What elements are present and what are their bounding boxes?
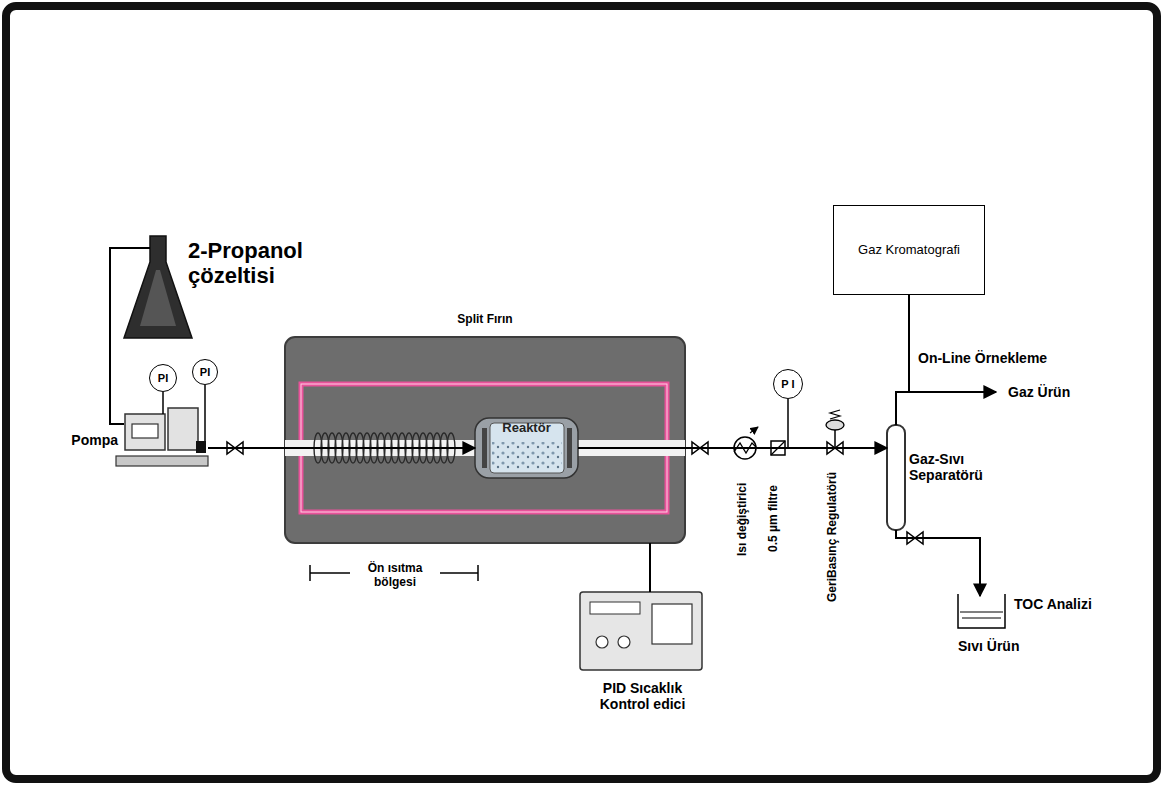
label-holder: Gaz Ürün xyxy=(1008,384,1070,400)
gauge-stem xyxy=(162,392,164,414)
feed-flask: 2-Propanol çözeltisi xyxy=(128,232,190,342)
pump-outlet xyxy=(196,441,206,453)
gas-liquid-separator: Gaz-Sıvı Separatörü xyxy=(887,425,905,530)
reactor-end-plate xyxy=(482,428,487,468)
flask xyxy=(124,236,192,338)
pipe-connector xyxy=(578,447,887,449)
node-label: TOC Analizi xyxy=(1014,596,1124,612)
controller-knob xyxy=(596,636,608,648)
pipe-connector xyxy=(896,530,980,596)
reactor: Reaktör xyxy=(475,418,578,478)
sample-beaker xyxy=(958,594,1005,628)
equipment-label: Isı değiştirici xyxy=(736,483,750,556)
text-holder: PI xyxy=(150,365,176,391)
pump-motor-window xyxy=(132,424,158,438)
text-holder: Gaz Kromatografi xyxy=(834,206,984,294)
reactor-end-plate xyxy=(567,428,572,468)
text-holder: TOC Analizi xyxy=(1014,596,1124,612)
node-label: PID Sıcaklık Kontrol edici xyxy=(580,680,705,712)
controller-screen xyxy=(652,604,692,644)
pipe-connector xyxy=(208,447,475,449)
pump-base xyxy=(116,456,208,466)
pump-motor xyxy=(125,414,165,450)
node-label: Pompa xyxy=(52,432,118,448)
dimension-tick xyxy=(309,565,311,581)
pressure-indicator: PI xyxy=(192,359,218,385)
pipe-connector xyxy=(649,543,651,592)
text-holder: Reaktör xyxy=(475,421,578,436)
pressure-indicator: PI xyxy=(149,364,177,392)
gauge-stem xyxy=(787,399,789,448)
temperature-controller: PID Sıcaklık Kontrol edici xyxy=(580,592,702,670)
text-holder: PID Sıcaklık Kontrol edici xyxy=(580,680,705,712)
label-holder: Ön ısıtma bölgesi xyxy=(350,562,440,590)
liquid-product-beaker: TOC AnaliziSıvı Ürün xyxy=(958,596,1006,628)
text-holder: Gaz-Sıvı Separatörü xyxy=(909,451,1014,483)
text-holder: PI xyxy=(193,360,217,384)
pipe-connector xyxy=(896,295,909,425)
node-label: Sıvı Ürün xyxy=(958,638,1058,654)
pressure-indicator: P I xyxy=(773,369,803,399)
flask-shine xyxy=(140,270,176,326)
pipe-connector xyxy=(110,248,150,424)
liquid-level xyxy=(960,612,1003,613)
regulator-stem xyxy=(834,429,836,448)
node-label: Gaz Kromatografi xyxy=(858,243,960,258)
text-holder: 2-Propanol çözeltisi xyxy=(188,238,323,289)
pump: Pompa xyxy=(124,402,208,466)
gas-chromatograph: Gaz Kromatografi xyxy=(833,205,985,295)
pump-head xyxy=(168,408,198,450)
text-holder: P I xyxy=(774,370,802,398)
equipment-label: 0.5 µm filtre xyxy=(767,485,781,552)
gauge-label: PI xyxy=(158,372,168,385)
controller-display xyxy=(590,602,640,614)
gas-product-line xyxy=(896,391,996,393)
split-furnace xyxy=(285,337,685,543)
catalyst-texture xyxy=(492,442,562,471)
gauge-stem xyxy=(204,385,206,441)
regulator-diaphragm xyxy=(826,420,844,430)
stream-label: On-Line Örnekleme xyxy=(918,350,1047,366)
text-holder: Pompa xyxy=(52,432,118,448)
gauge-label: P I xyxy=(781,378,794,391)
stream-label: Gaz Ürün xyxy=(1008,384,1070,400)
controller-knob xyxy=(618,636,630,648)
zone-label: Ön ısıtma bölgesi xyxy=(350,562,440,590)
text-holder: Split Fırın xyxy=(410,313,560,327)
frame xyxy=(6,6,1157,779)
gauge-label: PI xyxy=(200,366,210,379)
text-holder: Sıvı Ürün xyxy=(958,638,1058,654)
coolant-arrow xyxy=(750,427,758,433)
reactor-body xyxy=(475,418,578,478)
equipment-label: GeriBasınç Regulatörü xyxy=(826,472,840,602)
dimension-tick xyxy=(477,565,479,581)
pid-controller xyxy=(580,592,702,670)
liquid-level xyxy=(962,618,1001,619)
node-label: Reaktör xyxy=(475,421,578,436)
node-label: Split Fırın xyxy=(410,313,560,327)
label-holder: On-Line Örnekleme xyxy=(918,350,1047,366)
node-label: Gaz-Sıvı Separatörü xyxy=(909,451,1014,483)
node-label: 2-Propanol çözeltisi xyxy=(188,238,323,289)
split-furnace: ReaktörSplit Fırın xyxy=(285,337,685,543)
label-holder: 0.5 µm filtre xyxy=(767,548,834,566)
label-holder: GeriBasınç Regulatörü xyxy=(826,598,956,616)
regulator-spring xyxy=(830,410,840,419)
separator-vessel xyxy=(887,425,905,530)
label-holder: Isı değiştirici xyxy=(736,552,809,570)
